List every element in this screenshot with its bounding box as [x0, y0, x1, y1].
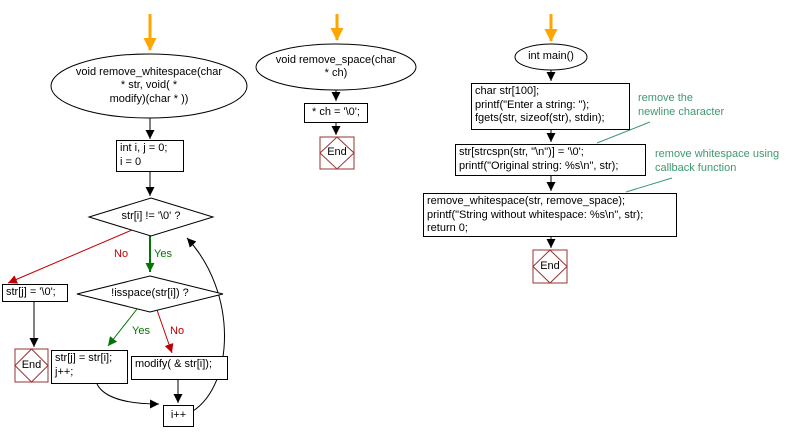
fc1-loop-cond-label: str[i] != '\0' ? [121, 210, 181, 223]
fc2-end-label: End [327, 146, 347, 159]
fc1-edge-copy-advance [96, 383, 160, 409]
fc1-init-box: int i, j = 0; i = 0 [116, 140, 184, 172]
fc3-end-label: End [540, 259, 560, 272]
fc1-edge-no-modify [156, 309, 174, 354]
annotation-callback: remove whitespace using callback functio… [655, 148, 780, 174]
fc1-no-label-2: No [170, 325, 185, 337]
fc2-end-terminal-shape [319, 136, 355, 170]
annotation-newline-connector [596, 121, 651, 144]
fc3-call-return-box: remove_whitespace(str, remove_space); pr… [423, 193, 677, 237]
fc3-strip-newline-box: str[strcspn(str, "\n")] = '\0'; printf("… [455, 144, 646, 176]
annotation-newline: remove the newline character [638, 92, 725, 118]
fc1-modify-box: modify( & str[i]); [131, 356, 228, 380]
fc1-no-label-1: No [114, 248, 129, 260]
fc1-loop-back-edge [186, 237, 225, 412]
fc1-space-cond-diamond-shape [76, 275, 224, 313]
fc1-edge-yes-copy [107, 308, 138, 347]
fc1-end-terminal-shape [14, 348, 49, 383]
fc1-space-cond-label: !isspace(str[i]) ? [111, 287, 189, 300]
fc3-read-input-box: char str[100]; printf("Enter a string: "… [471, 83, 630, 130]
fc1-edge-no-terminate [7, 229, 133, 284]
fc1-title: void remove_whitespace(char * str, void(… [75, 65, 223, 105]
fc3-title: int main() [528, 50, 574, 63]
fc1-yes-label-2: Yes [132, 325, 150, 337]
fc1-terminate-box: str[j] = '\0'; [2, 284, 68, 302]
fc2-title: void remove_space(char * ch) [275, 53, 397, 80]
fc1-advance-box: i++ [163, 405, 194, 427]
fc1-loop-cond-diamond-shape [87, 197, 215, 237]
fc1-end-label: End [21, 358, 42, 371]
fc2-title-ellipse-shape [255, 43, 417, 91]
fc3-end-terminal-shape [532, 249, 568, 284]
fc1-yes-label-1: Yes [154, 248, 172, 260]
fc3-title-ellipse-shape [514, 43, 588, 71]
fc1-title-ellipse-shape [50, 53, 248, 119]
fc1-copy-box: str[j] = str[i]; j++; [51, 350, 128, 384]
annotation-callback-connector [625, 177, 673, 193]
fc2-assign-box: * ch = '\0'; [304, 103, 368, 123]
